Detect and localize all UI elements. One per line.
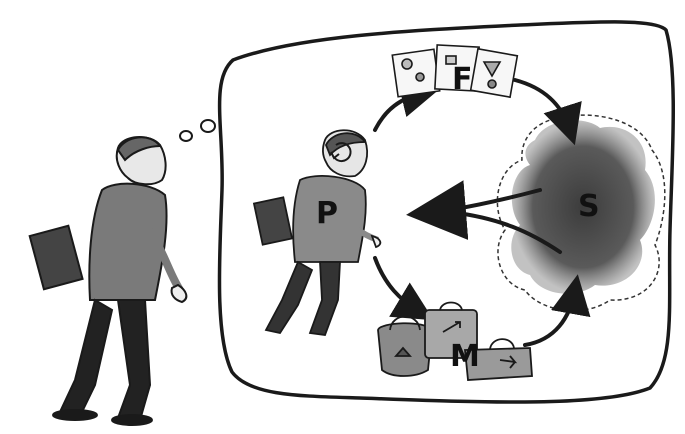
label-methods: M bbox=[450, 339, 480, 374]
person-in-bubble-figure bbox=[254, 130, 380, 335]
thought-bubble-trail bbox=[180, 120, 215, 141]
label-frameworks: F bbox=[452, 62, 473, 97]
arrow-person-to-methods bbox=[375, 258, 420, 312]
observer-figure bbox=[30, 137, 187, 425]
arrow-person-to-frameworks bbox=[375, 92, 425, 130]
label-person: P bbox=[316, 196, 338, 231]
label-situation: S bbox=[578, 189, 600, 224]
